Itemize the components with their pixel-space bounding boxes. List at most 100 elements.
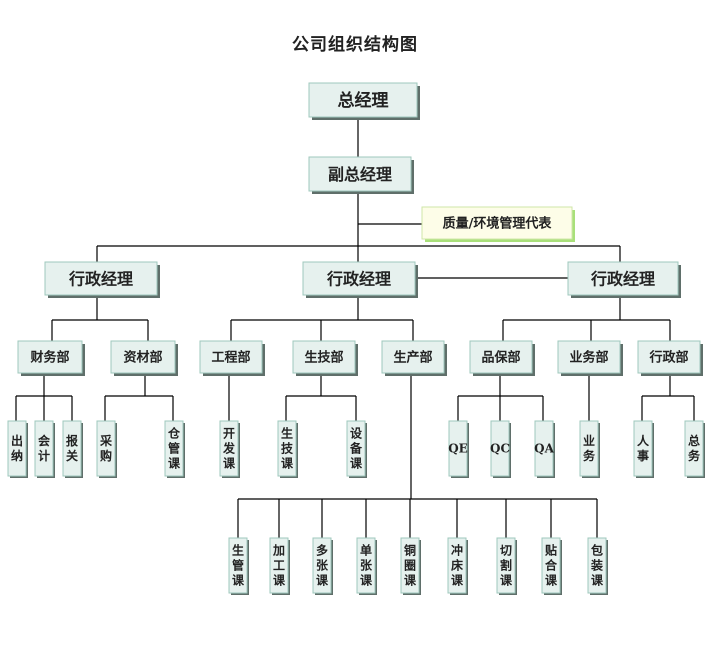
node-u-ware: 仓管课 bbox=[164, 420, 185, 478]
node-u-acct: 会计 bbox=[34, 420, 55, 478]
node-u-customs: 报关 bbox=[62, 420, 83, 478]
box bbox=[633, 420, 653, 477]
node-label: 资材部 bbox=[123, 350, 162, 366]
node-p-multi: 多张课 bbox=[312, 537, 333, 595]
node-p-single: 单张课 bbox=[356, 537, 377, 595]
box bbox=[448, 420, 468, 477]
node-u-qa: QA bbox=[534, 420, 555, 478]
node-label: QA bbox=[534, 442, 554, 456]
node-rep: 质量/环境管理代表 bbox=[421, 206, 575, 242]
box bbox=[164, 420, 184, 477]
box bbox=[44, 261, 158, 296]
box bbox=[228, 537, 248, 594]
box bbox=[557, 340, 621, 374]
box bbox=[34, 420, 54, 477]
node-p-proc: 加工课 bbox=[269, 537, 290, 595]
box bbox=[269, 537, 289, 594]
node-label: 生管课 bbox=[232, 543, 245, 588]
node-label: 单张课 bbox=[360, 543, 373, 588]
box bbox=[219, 420, 239, 477]
box bbox=[579, 420, 599, 477]
node-d-mat: 资材部 bbox=[110, 340, 178, 376]
box bbox=[277, 420, 297, 477]
node-label: 行政经理 bbox=[68, 269, 133, 288]
box bbox=[110, 340, 176, 374]
box bbox=[469, 340, 533, 374]
node-label: 生技部 bbox=[304, 350, 343, 366]
node-label: 行政经理 bbox=[326, 269, 391, 288]
connector-lines bbox=[15, 117, 695, 538]
node-mgr-left: 行政经理 bbox=[44, 261, 160, 298]
node-label: QE bbox=[448, 442, 468, 456]
node-label: QC bbox=[490, 442, 510, 456]
box bbox=[421, 206, 573, 240]
node-u-qc: QC bbox=[490, 420, 511, 478]
node-label: 多张课 bbox=[316, 543, 329, 588]
node-mgr-mid: 行政经理 bbox=[302, 261, 418, 298]
box bbox=[381, 340, 445, 374]
node-label: 冲床课 bbox=[451, 543, 464, 588]
node-d-fin: 财务部 bbox=[17, 340, 85, 376]
box bbox=[496, 537, 516, 594]
node-label: 业务部 bbox=[569, 350, 608, 366]
node-label: 行政经理 bbox=[590, 269, 655, 288]
box bbox=[17, 340, 83, 374]
box bbox=[490, 420, 510, 477]
node-p-copper: 铜圈课 bbox=[400, 537, 421, 595]
node-p-pack: 包装课 bbox=[587, 537, 608, 595]
node-label: 仓管课 bbox=[167, 426, 181, 471]
box bbox=[62, 420, 82, 477]
box bbox=[308, 82, 418, 118]
node-label: 业务 bbox=[583, 433, 596, 463]
node-label: 加工课 bbox=[272, 543, 286, 588]
node-label: 出纳 bbox=[11, 433, 23, 463]
node-u-sales: 业务 bbox=[579, 420, 600, 478]
node-label: 切割课 bbox=[500, 544, 513, 588]
node-p-plan: 生管课 bbox=[228, 537, 249, 595]
node-label: 会计 bbox=[38, 433, 51, 463]
box bbox=[447, 537, 467, 594]
box bbox=[199, 340, 263, 374]
node-label: 财务部 bbox=[30, 350, 69, 366]
box bbox=[534, 420, 554, 477]
box bbox=[541, 537, 561, 594]
node-label: 品保部 bbox=[481, 350, 520, 366]
box bbox=[587, 537, 607, 594]
node-u-equip: 设备课 bbox=[346, 420, 367, 478]
box bbox=[684, 420, 704, 477]
node-p-punch: 冲床课 bbox=[447, 537, 468, 595]
node-u-ga: 总务 bbox=[684, 420, 705, 478]
node-d-qa: 品保部 bbox=[469, 340, 535, 376]
node-u-dev: 开发课 bbox=[219, 420, 240, 478]
node-label: 人事 bbox=[637, 433, 650, 463]
node-p-cut: 切割课 bbox=[496, 537, 517, 595]
node-label: 设备课 bbox=[349, 426, 363, 471]
node-dgm: 副总经理 bbox=[308, 156, 414, 194]
node-gm: 总经理 bbox=[308, 82, 420, 120]
node-u-techsec: 生技课 bbox=[277, 420, 298, 478]
node-label: 采购 bbox=[99, 433, 112, 463]
node-label: 铜圈课 bbox=[404, 543, 417, 588]
node-u-cashier: 出纳 bbox=[7, 420, 28, 478]
box bbox=[7, 420, 27, 477]
node-label: 包装课 bbox=[590, 543, 604, 588]
node-label: 生技课 bbox=[281, 426, 294, 471]
node-u-hr: 人事 bbox=[633, 420, 654, 478]
node-u-purch: 采购 bbox=[96, 420, 117, 478]
node-label: 贴合课 bbox=[545, 543, 558, 588]
box bbox=[567, 261, 679, 296]
page-title: 公司组织结构图 bbox=[292, 35, 418, 55]
node-mgr-right: 行政经理 bbox=[567, 261, 681, 298]
box bbox=[637, 340, 701, 374]
box bbox=[400, 537, 420, 594]
node-d-admin: 行政部 bbox=[637, 340, 703, 376]
node-label: 行政部 bbox=[648, 350, 688, 366]
box bbox=[292, 340, 356, 374]
box bbox=[346, 420, 366, 477]
node-u-qe: QE bbox=[448, 420, 469, 478]
node-label: 总经理 bbox=[338, 90, 389, 111]
node-label: 工程部 bbox=[211, 350, 250, 366]
box bbox=[308, 156, 412, 192]
